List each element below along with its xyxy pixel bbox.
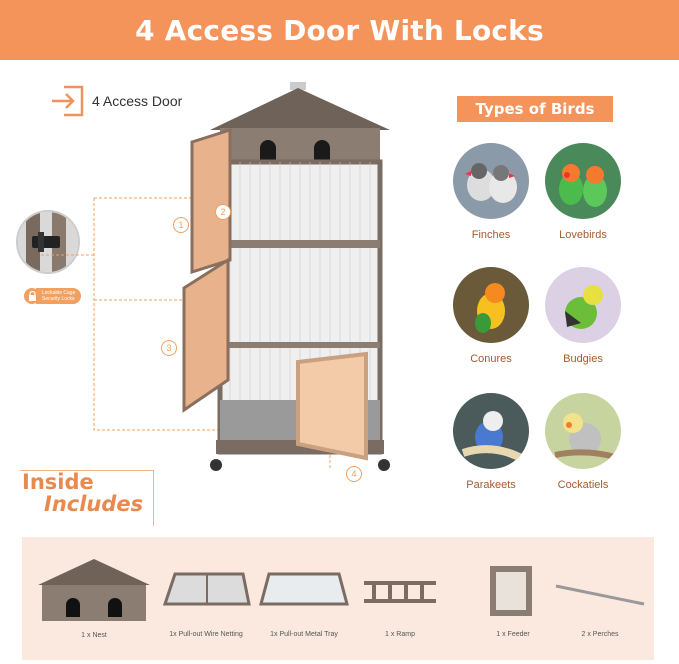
bird-lovebirds: Lovebirds <box>543 143 623 241</box>
item-caption-metal-tray: 1x Pull-out Metal Tray <box>270 631 338 638</box>
bird-cage-image <box>182 82 390 471</box>
access-door-legend: 4 Access Door <box>50 85 182 117</box>
lock-badge: Lockable Cage Security Locks <box>24 288 82 304</box>
door-enter-icon <box>52 85 84 117</box>
nest-image <box>38 559 150 621</box>
perches-image <box>555 584 645 606</box>
lock-label-line2: Security Locks <box>42 296 75 302</box>
lock-closeup-image <box>16 210 80 274</box>
item-caption-perches: 2 x Perches <box>581 631 619 638</box>
item-caption-wire-netting: 1x Pull-out Wire Netting <box>169 631 243 638</box>
item-metal-tray: 1x Pull-out Metal Tray <box>258 570 350 638</box>
ramp-image <box>364 581 436 603</box>
item-perches: 2 x Perches <box>548 578 652 638</box>
types-of-birds-header: Types of Birds <box>457 96 613 122</box>
inside-includes-frame <box>20 470 154 526</box>
item-feeder: 1 x Feeder <box>478 562 548 638</box>
banner-title: 4 Access Door With Locks <box>135 13 544 47</box>
bird-conures: Conures <box>451 267 531 365</box>
lovebirds-photo <box>545 143 621 219</box>
includes-label: Includes <box>44 492 144 516</box>
parakeets-photo <box>453 393 529 469</box>
conures-photo <box>453 267 529 343</box>
lock-label-line1: Lockable Cage <box>42 290 76 296</box>
inside-label: Inside <box>22 470 94 494</box>
access-door-label: 4 Access Door <box>92 93 183 109</box>
wire-netting-image <box>162 572 251 606</box>
bird-name-budgies: Budgies <box>563 353 603 365</box>
bird-cockatiels: Cockatiels <box>543 393 623 491</box>
bird-name-finches: Finches <box>471 229 511 241</box>
feeder-image <box>490 566 532 616</box>
finches-photo <box>453 143 529 219</box>
item-caption-ramp: 1 x Ramp <box>385 631 415 638</box>
bird-budgies: Budgies <box>543 267 623 365</box>
title-banner: 4 Access Door With Locks <box>0 0 679 60</box>
inside-includes-heading: Inside Includes <box>22 470 143 516</box>
item-caption-nest: 1 x Nest <box>81 632 107 639</box>
bird-name-conures: Conures <box>470 353 512 365</box>
budgies-photo <box>545 267 621 343</box>
bird-finches: Finches <box>451 143 531 241</box>
item-wire-netting: 1x Pull-out Wire Netting <box>160 570 252 638</box>
bird-name-lovebirds: Lovebirds <box>559 229 607 241</box>
cockatiels-photo <box>545 393 621 469</box>
bird-parakeets: Parakeets <box>451 393 531 491</box>
bird-name-parakeets: Parakeets <box>466 479 516 491</box>
item-ramp: 1 x Ramp <box>360 575 440 638</box>
item-caption-feeder: 1 x Feeder <box>496 631 530 638</box>
door-number-3: 3 <box>161 340 177 356</box>
types-of-birds-title: Types of Birds <box>475 100 595 118</box>
bird-name-cockatiels: Cockatiels <box>557 479 609 491</box>
door-number-2: 2 <box>215 204 231 220</box>
item-nest: 1 x Nest <box>30 555 158 639</box>
door-number-4: 4 <box>346 466 362 482</box>
door-number-1: 1 <box>173 217 189 233</box>
metal-tray-image <box>259 572 349 606</box>
